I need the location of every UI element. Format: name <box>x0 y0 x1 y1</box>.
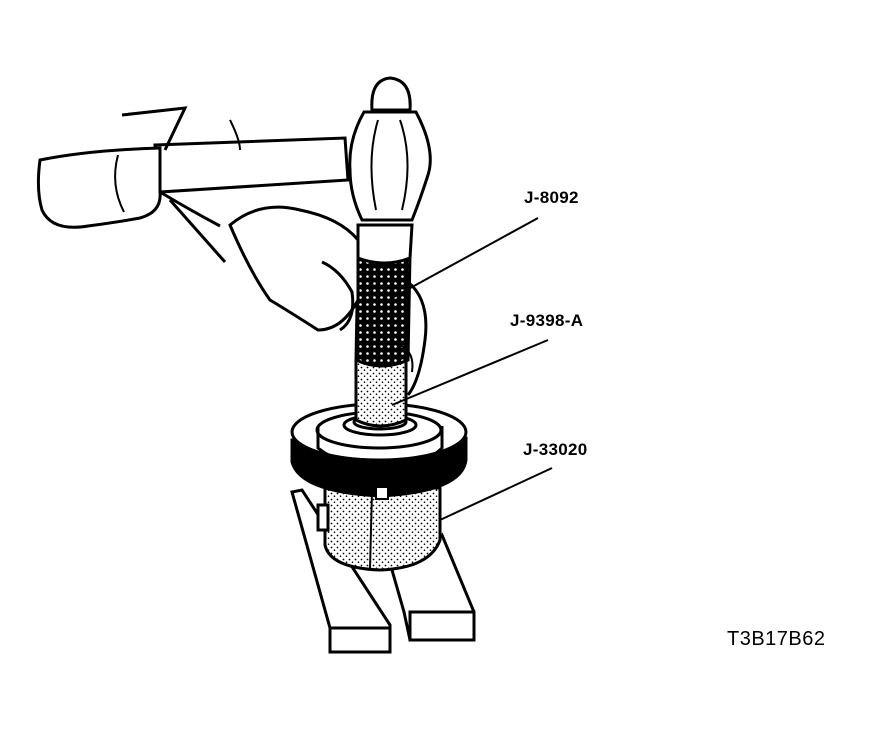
leader-lines <box>391 217 553 521</box>
tool-label-j8092: J-8092 <box>524 188 579 207</box>
driver-shaft <box>354 358 408 428</box>
tool-label-j9398a: J-9398-A <box>510 311 584 330</box>
driver-handle <box>354 223 414 368</box>
tool-label-j33020: J-33020 <box>523 440 588 459</box>
hammer-head <box>348 76 432 222</box>
hammer-handle <box>153 136 350 194</box>
figure-id: T3B17B62 <box>727 628 826 650</box>
right-hand <box>228 205 428 396</box>
remover-base <box>316 486 442 572</box>
left-hand <box>36 106 241 263</box>
